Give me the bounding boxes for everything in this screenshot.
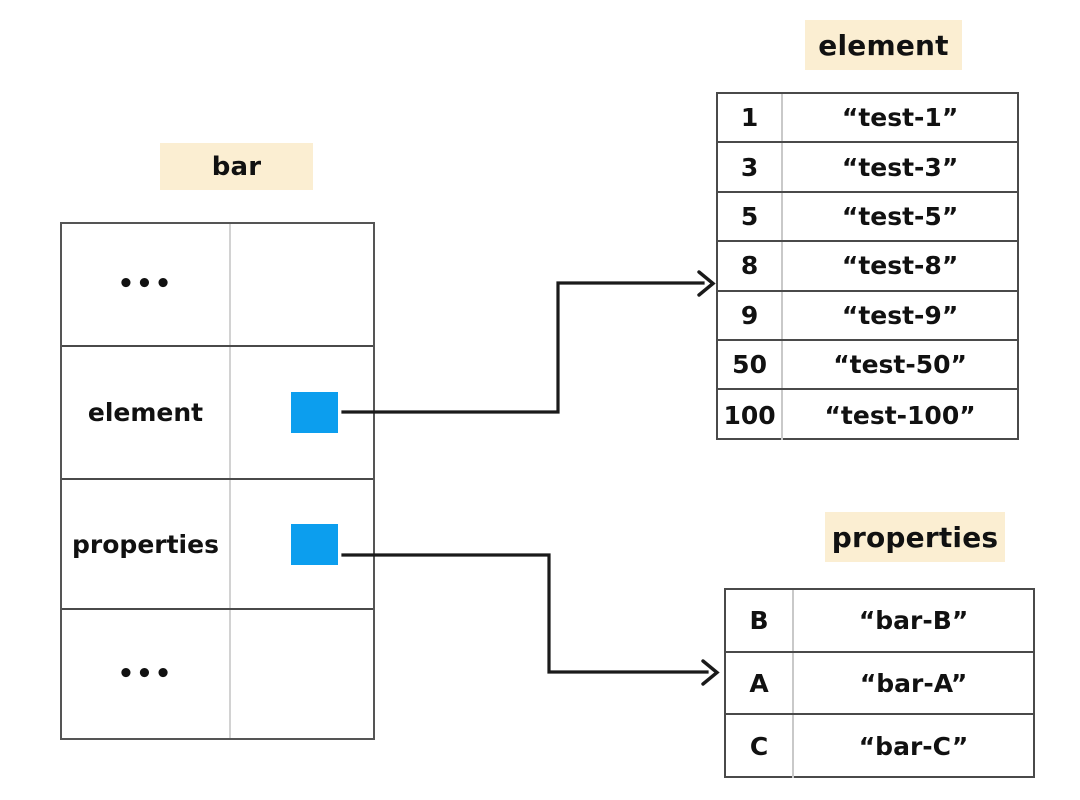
- arrowhead-icon: [701, 659, 720, 686]
- element-row-value: “test-9”: [841, 300, 959, 330]
- table-row: 3 “test-3”: [718, 143, 1017, 193]
- bar-table-title: bar: [160, 143, 313, 190]
- element-row-key: 3: [718, 143, 784, 191]
- ellipsis-icon: •••: [117, 269, 174, 299]
- element-row-value: “test-50”: [833, 350, 967, 380]
- table-row: 100 “test-100”: [718, 390, 1017, 440]
- properties-row-key: A: [726, 652, 795, 714]
- properties-row-key: B: [726, 590, 795, 651]
- bar-row-value-cell: [231, 224, 373, 345]
- table-row: 1 “test-1”: [718, 94, 1017, 144]
- table-row: A “bar-A”: [726, 652, 1033, 716]
- pointer-swatch-icon[interactable]: [291, 523, 338, 565]
- properties-row-value: “bar-A”: [859, 668, 968, 698]
- table-row: element: [62, 347, 373, 480]
- element-row-key: 5: [718, 192, 784, 241]
- element-row-value: “test-1”: [841, 103, 959, 133]
- table-row: 8 “test-8”: [718, 242, 1017, 292]
- table-row: B “bar-B”: [726, 590, 1033, 653]
- properties-table: B “bar-B” A “bar-A” C “bar-C”: [724, 588, 1035, 779]
- element-row-key: 1: [718, 94, 784, 142]
- connector-properties-arrow: [341, 553, 709, 674]
- element-table-title: element: [805, 20, 962, 70]
- bar-row-key-cell: •••: [62, 610, 231, 738]
- properties-row-value: “bar-B”: [858, 605, 969, 635]
- table-row: C “bar-C”: [726, 715, 1033, 779]
- properties-row-value: “bar-C”: [858, 732, 969, 762]
- element-row-key: 50: [718, 340, 784, 389]
- bar-row-key-properties: properties: [62, 480, 231, 608]
- bar-row-value-element: [231, 347, 373, 478]
- bar-table: ••• element properties •••: [60, 222, 375, 740]
- bar-row-key-element: element: [62, 347, 231, 478]
- arrowhead-icon: [697, 270, 716, 297]
- element-row-key: 100: [718, 390, 784, 440]
- element-row-key: 8: [718, 242, 784, 290]
- table-row: 50 “test-50”: [718, 340, 1017, 391]
- properties-table-title: properties: [825, 512, 1005, 562]
- element-row-value: “test-8”: [841, 251, 959, 281]
- bar-row-value-properties: [231, 480, 373, 608]
- element-row-value: “test-3”: [841, 152, 959, 182]
- element-row-key: 9: [718, 291, 784, 339]
- ellipsis-icon: •••: [117, 658, 174, 689]
- element-row-value: “test-5”: [841, 201, 959, 231]
- element-row-value: “test-100”: [824, 400, 976, 430]
- pointer-swatch-icon[interactable]: [291, 392, 338, 433]
- element-table: 1 “test-1” 3 “test-3” 5 “test-5” 8 “test…: [716, 92, 1019, 440]
- connector-element-arrow: [341, 281, 705, 414]
- table-row: 9 “test-9”: [718, 291, 1017, 341]
- bar-row-value-cell: [231, 610, 373, 738]
- table-row: •••: [62, 610, 373, 738]
- table-row: 5 “test-5”: [718, 192, 1017, 243]
- properties-row-key: C: [726, 715, 795, 779]
- table-row: •••: [62, 224, 373, 347]
- table-row: properties: [62, 480, 373, 610]
- bar-row-key-cell: •••: [62, 224, 231, 345]
